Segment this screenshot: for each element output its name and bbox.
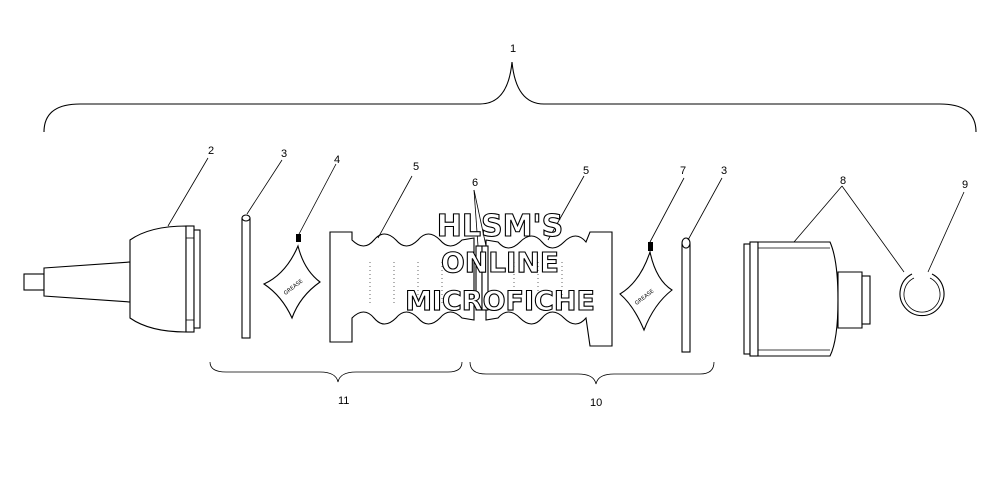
boot-clamp-left <box>241 214 251 339</box>
callout-5-left: 5 <box>413 161 419 173</box>
watermark-line-2: ONLINE <box>441 246 559 279</box>
callout-8: 8 <box>840 175 846 187</box>
watermark-line-3: MICROFICHE <box>405 286 595 317</box>
callout-1: 1 <box>510 43 516 55</box>
callout-5-right: 5 <box>583 165 589 177</box>
callout-6: 6 <box>472 177 478 189</box>
callout-3-left: 3 <box>281 148 287 160</box>
boot-clamp-right <box>681 237 691 353</box>
callout-3-right: 3 <box>721 165 727 177</box>
kit-11-brace <box>209 361 463 383</box>
callout-9: 9 <box>962 179 968 191</box>
leader-lines <box>167 157 965 273</box>
callout-10: 10 <box>590 397 602 409</box>
callout-11: 11 <box>338 395 349 407</box>
snap-ring <box>899 273 945 317</box>
boot-right <box>485 231 613 347</box>
grease-packet-left: GREASE <box>262 234 321 320</box>
grease-packet-right: GREASE <box>619 242 673 332</box>
small-clamps <box>475 245 489 311</box>
assembly-brace <box>43 61 977 133</box>
cv-joint-inner <box>743 241 871 357</box>
cv-joint-outer <box>23 225 201 333</box>
watermark: HLSM'S ONLINE MICROFICHE <box>405 208 596 317</box>
kit-10-brace <box>469 361 715 385</box>
boot-left <box>329 231 475 343</box>
callout-7: 7 <box>680 165 686 177</box>
watermark-line-1: HLSM'S <box>437 209 563 244</box>
callout-2: 2 <box>208 145 214 157</box>
callout-4: 4 <box>334 154 340 166</box>
